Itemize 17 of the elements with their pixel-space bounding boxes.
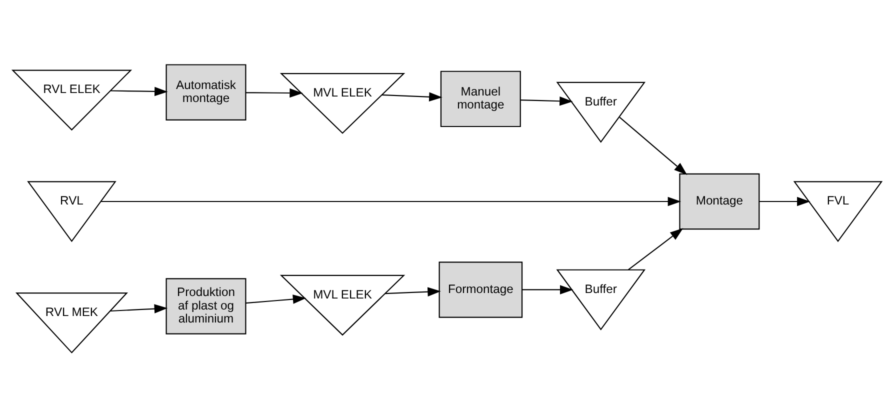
node-box: Montage (679, 173, 760, 230)
arrow (110, 86, 168, 96)
arrow (522, 285, 574, 294)
arrow (520, 96, 573, 106)
arrow (385, 287, 441, 296)
arrow (628, 228, 684, 270)
node-box: Formontage (438, 262, 523, 318)
node-box: Automatisk montage (166, 64, 246, 120)
arrow (110, 304, 168, 314)
arrow (246, 294, 306, 304)
arrow (759, 196, 810, 206)
node-box: Produktion af plast og aluminium (166, 278, 246, 334)
node-box: Manuel montage (440, 70, 521, 128)
arrow (382, 92, 442, 102)
arrow (246, 88, 303, 98)
arrow (619, 116, 688, 175)
arrow (101, 196, 682, 206)
